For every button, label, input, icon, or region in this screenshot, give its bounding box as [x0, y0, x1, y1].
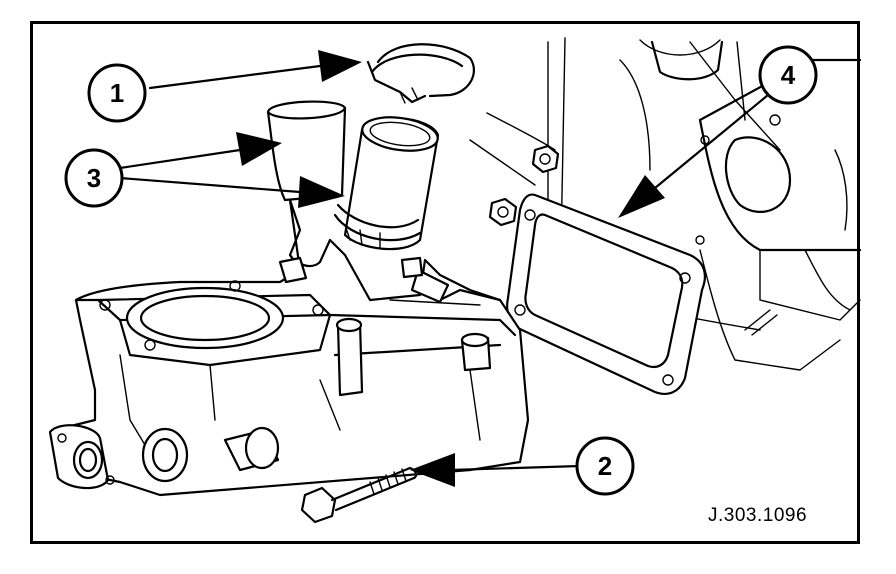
leader-2 — [410, 453, 582, 487]
nut-lower — [488, 197, 518, 227]
arrowhead-3b — [298, 176, 345, 208]
outlet-pipe-right — [333, 116, 440, 251]
figure-reference-code: J.303.1096 — [708, 505, 807, 526]
leader-1 — [148, 50, 362, 90]
callout-1-label: 1 — [110, 78, 124, 108]
callout-2-label: 2 — [598, 451, 612, 481]
bolt — [300, 466, 418, 524]
callout-4: 4 — [758, 45, 818, 105]
arrowhead-4 — [618, 175, 665, 218]
callout-4-label: 4 — [781, 60, 796, 90]
nut-upper — [531, 144, 560, 174]
arrowhead-3a — [236, 132, 282, 166]
callout-3-label: 3 — [87, 163, 101, 193]
arrowhead-1 — [318, 50, 362, 82]
leader-4 — [618, 93, 770, 218]
callout-3: 3 — [64, 148, 124, 208]
leader-3 — [118, 132, 345, 208]
arrowhead-2 — [410, 453, 455, 487]
callout-2: 2 — [575, 436, 635, 496]
hose-clip — [366, 43, 476, 104]
thermostat-housing — [48, 198, 530, 497]
callout-1: 1 — [87, 63, 147, 123]
gasket — [506, 193, 706, 395]
